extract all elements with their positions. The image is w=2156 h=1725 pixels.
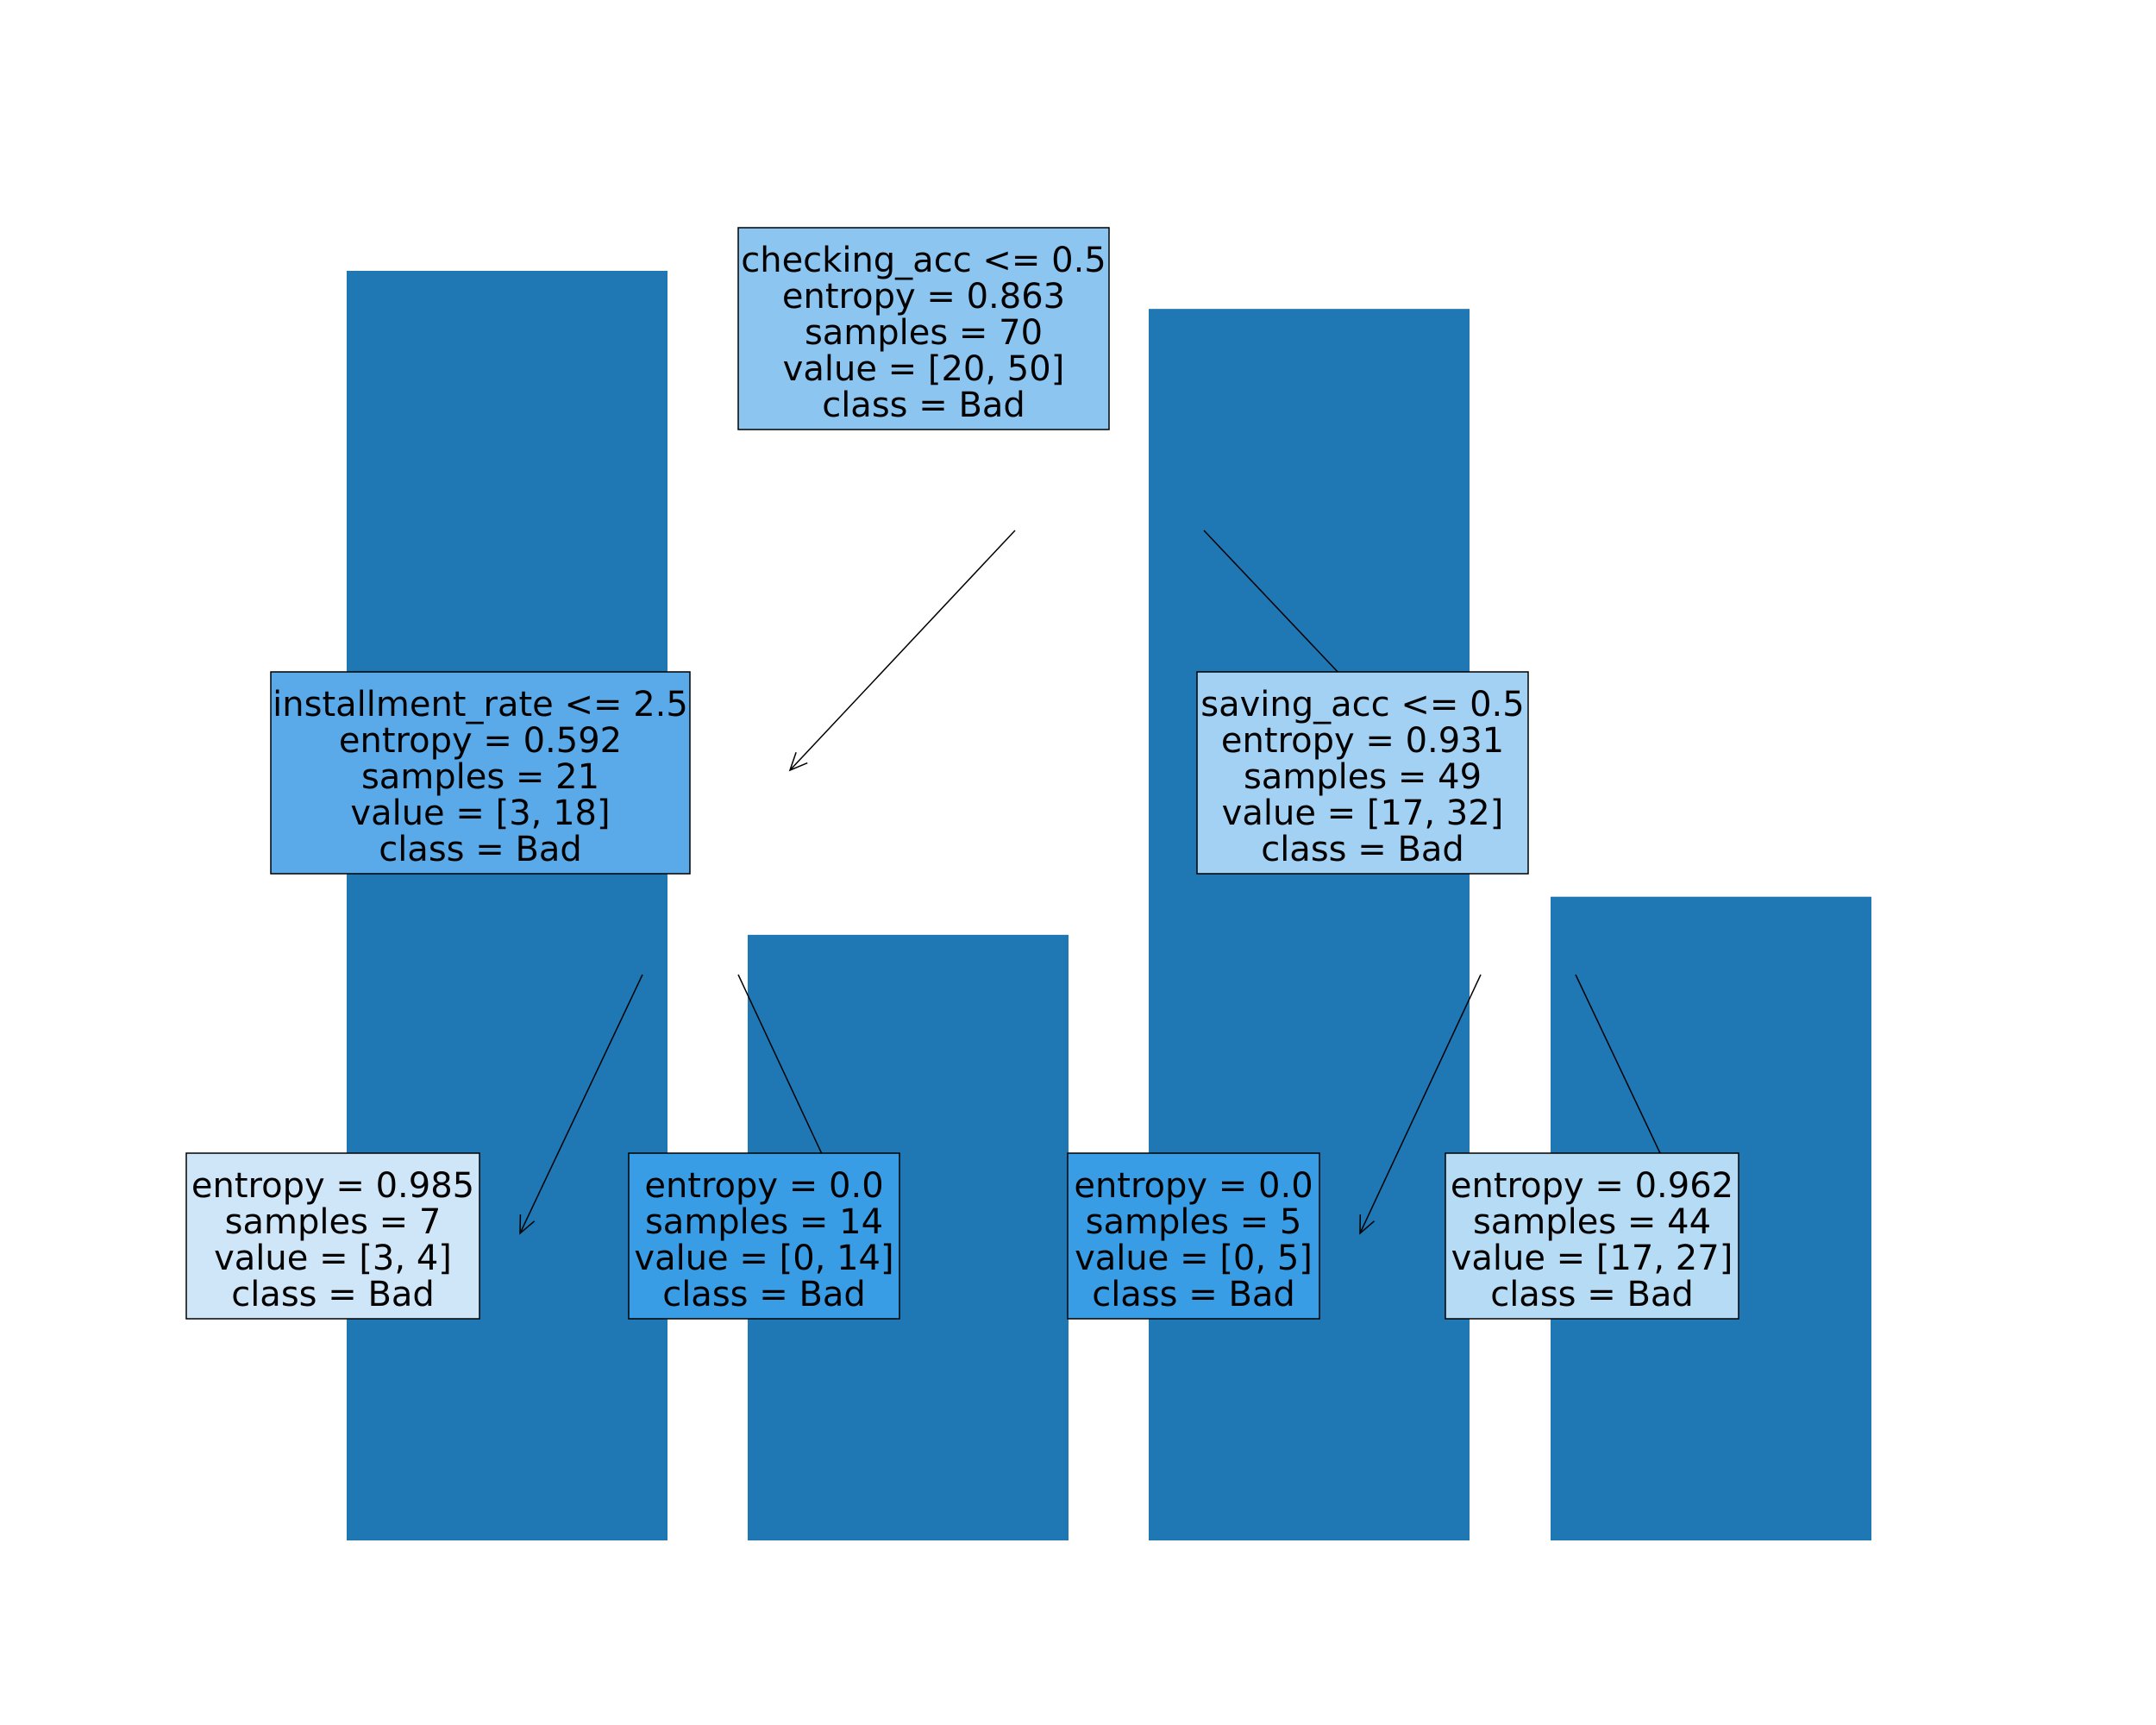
- tree-edge: [519, 974, 643, 1235]
- node-label-line: samples = 14: [645, 1202, 883, 1242]
- node-label-line: samples = 21: [361, 757, 599, 797]
- node-label-line: value = [0, 5]: [1075, 1239, 1313, 1278]
- node-label-line: class = Bad: [662, 1275, 866, 1314]
- node-box: [628, 1152, 900, 1320]
- tree-edges: [519, 530, 1699, 1235]
- node-label-line: class = Bad: [379, 830, 582, 869]
- node-label-line: class = Bad: [1490, 1275, 1694, 1314]
- node-label-line: entropy = 0.592: [339, 721, 622, 761]
- node-label-line: samples = 44: [1473, 1202, 1711, 1242]
- node-label-line: samples = 70: [805, 313, 1043, 353]
- edge-line: [789, 530, 1016, 771]
- node-label-line: class = Bad: [822, 386, 1025, 425]
- node-label-line: value = [3, 18]: [350, 794, 610, 833]
- node-label-line: value = [17, 32]: [1222, 794, 1504, 833]
- background-bar: [347, 271, 667, 1540]
- node-box: [270, 671, 691, 875]
- node-label-line: entropy = 0.0: [1074, 1166, 1313, 1206]
- node-label-line: entropy = 0.931: [1221, 721, 1504, 761]
- node-box: [1067, 1152, 1320, 1320]
- node-label-line: samples = 5: [1086, 1202, 1302, 1242]
- node-label-line: class = Bad: [1261, 830, 1464, 869]
- node-label-line: value = [20, 50]: [783, 349, 1065, 389]
- node-label-line: saving_acc <= 0.5: [1200, 685, 1524, 724]
- node-label-line: entropy = 0.863: [782, 277, 1065, 317]
- node-label-line: installment_rate <= 2.5: [273, 685, 688, 724]
- node-label-line: value = [0, 14]: [634, 1239, 893, 1278]
- node-box: [1445, 1152, 1739, 1320]
- tree-edge: [1359, 974, 1482, 1235]
- node-label-line: entropy = 0.962: [1451, 1166, 1733, 1206]
- edge-line: [1359, 974, 1482, 1234]
- node-label-line: value = [3, 4]: [214, 1239, 452, 1278]
- node-box: [737, 227, 1110, 430]
- node-label-line: checking_acc <= 0.5: [741, 241, 1106, 280]
- arrowhead-icon: [788, 752, 808, 772]
- node-label-line: entropy = 0.985: [191, 1166, 474, 1206]
- node-label-line: class = Bad: [231, 1275, 435, 1314]
- arrowhead-icon: [1359, 1214, 1376, 1235]
- node-box: [1196, 671, 1529, 875]
- background-bars: [347, 271, 1871, 1540]
- node-box: [185, 1152, 480, 1320]
- node-label-line: samples = 49: [1244, 757, 1482, 797]
- tree-edge: [788, 530, 1016, 772]
- node-label-line: samples = 7: [225, 1202, 442, 1242]
- node-label-line: class = Bad: [1092, 1275, 1295, 1314]
- background-bar: [1149, 309, 1470, 1540]
- node-label-line: value = [17, 27]: [1451, 1239, 1733, 1278]
- edge-line: [519, 974, 643, 1234]
- node-label-line: entropy = 0.0: [644, 1166, 883, 1206]
- arrowhead-icon: [519, 1214, 536, 1235]
